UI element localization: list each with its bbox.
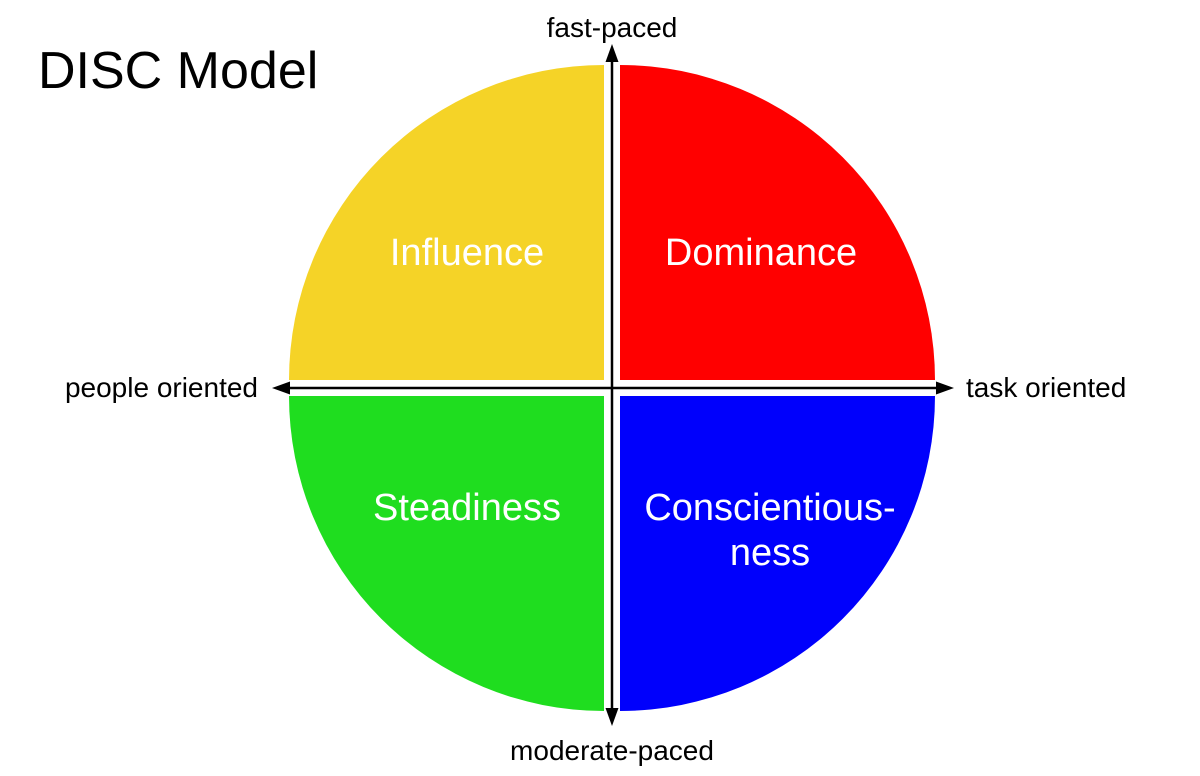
axis-label-top: fast-paced (547, 12, 678, 43)
quadrant-steadiness (289, 396, 604, 711)
arrowhead-up-icon (605, 44, 619, 62)
quadrant-label-influence: Influence (390, 232, 544, 274)
quadrant-label-steadiness: Steadiness (373, 487, 561, 529)
axis-label-bottom: moderate-paced (510, 735, 714, 766)
quadrant-dominance (620, 65, 935, 380)
arrowhead-right-icon (936, 381, 954, 395)
quadrant-label-dominance: Dominance (665, 232, 857, 274)
quadrant-influence (289, 65, 604, 380)
quadrant-conscientiousness (620, 396, 935, 711)
quadrant-label-conscientiousness-line2: ness (730, 532, 810, 574)
diagram-title: DISC Model (38, 42, 318, 100)
arrowhead-left-icon (272, 381, 290, 395)
arrowhead-down-icon (605, 708, 619, 726)
axis-label-right: task oriented (966, 372, 1126, 403)
axis-label-left: people oriented (65, 372, 258, 403)
quadrant-label-conscientiousness-line1: Conscientious- (644, 487, 895, 529)
